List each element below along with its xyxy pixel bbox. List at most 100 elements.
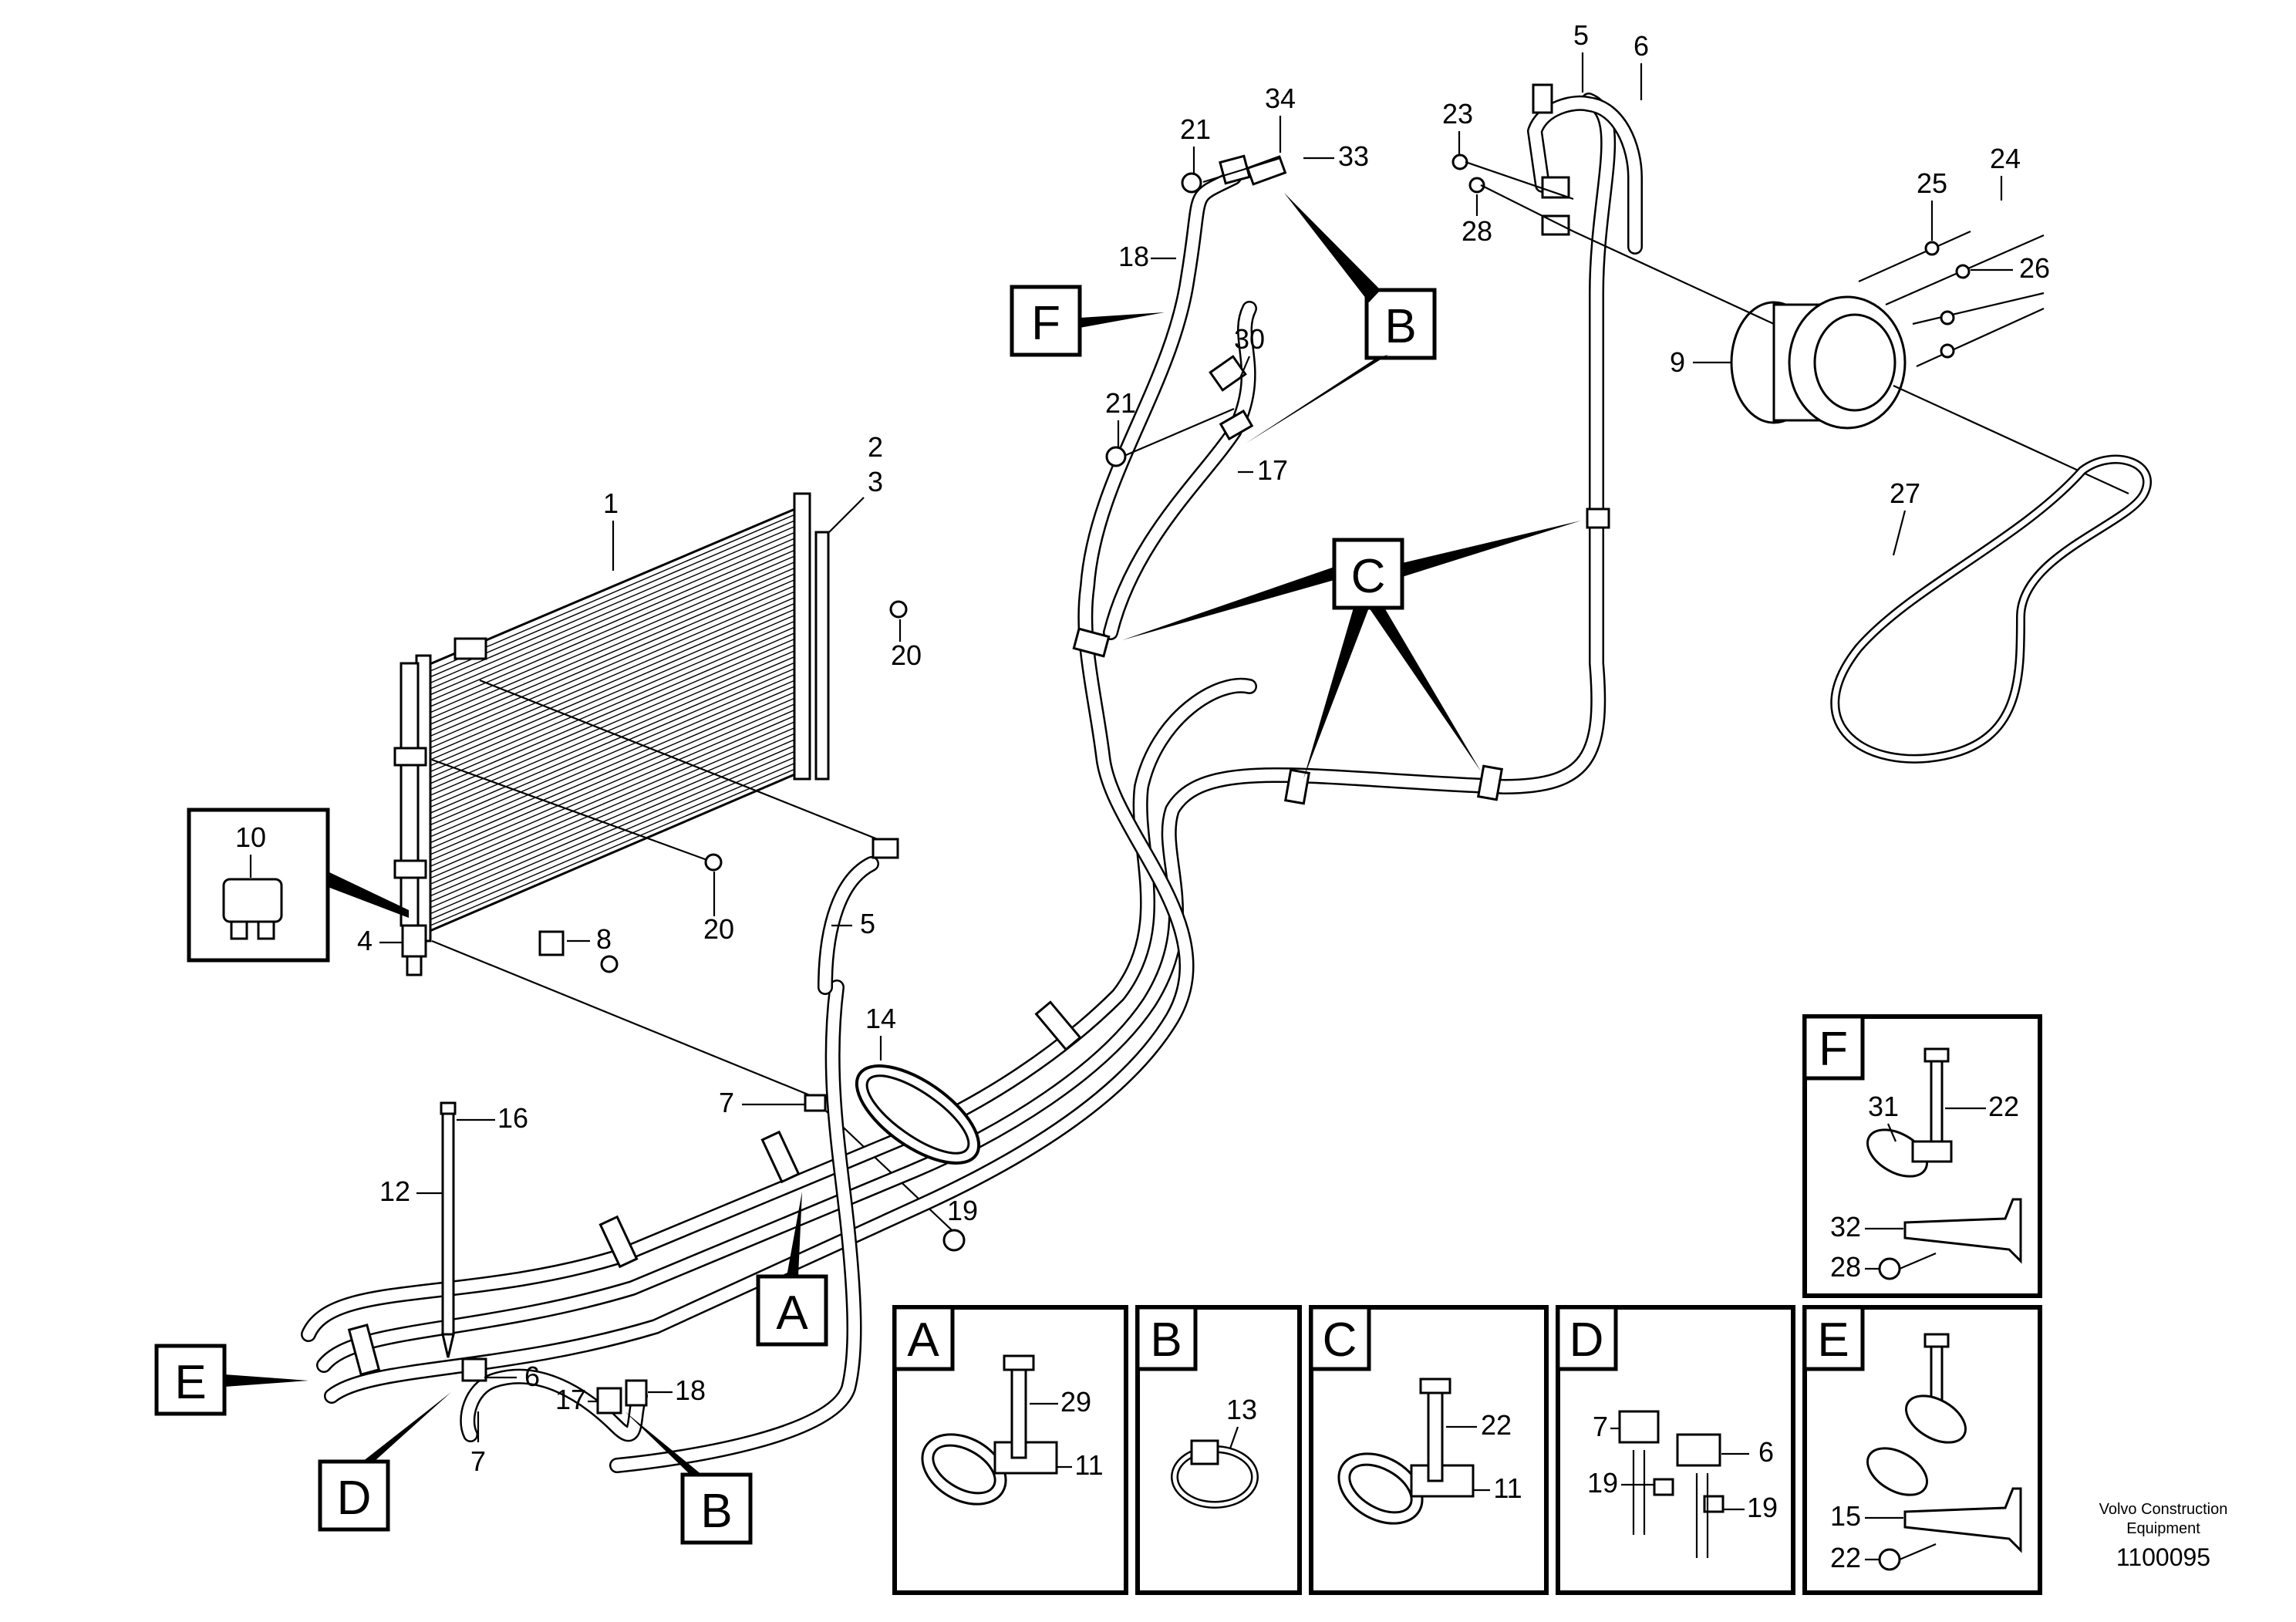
svg-text:F: F	[1819, 1023, 1848, 1076]
svg-text:13: 13	[1226, 1394, 1257, 1425]
view-callout-D: D	[318, 1392, 451, 1532]
view-callout-B-top: B	[1246, 193, 1437, 443]
condenser-fin	[430, 683, 801, 844]
bolts	[600, 153, 1574, 1252]
svg-text:22: 22	[1481, 1409, 1512, 1441]
callout-34: 34	[1265, 83, 1296, 114]
svg-text:D: D	[337, 1472, 372, 1525]
svg-text:B: B	[1150, 1313, 1182, 1367]
footer: Volvo Construction Equipment 1100095	[2099, 1501, 2228, 1571]
callout-30: 30	[1234, 323, 1265, 355]
view-callout-F: F	[1010, 285, 1165, 357]
callout-21-mid: 21	[1105, 387, 1136, 419]
condenser-fin	[430, 594, 801, 755]
condenser-fin	[430, 695, 801, 855]
condenser-fin	[430, 713, 801, 873]
callout-27: 27	[1890, 477, 1920, 509]
condenser-fin	[430, 677, 801, 838]
drive-belt	[1830, 454, 2152, 764]
svg-text:22: 22	[1830, 1542, 1861, 1573]
svg-text:C: C	[1323, 1313, 1357, 1367]
condenser-fin	[430, 600, 801, 760]
condenser-fin	[430, 659, 801, 820]
drawing-number: 1100095	[2116, 1543, 2210, 1571]
condenser-fin	[430, 760, 801, 920]
callout-5-condenser-hose: 5	[860, 908, 875, 939]
condenser-fin	[430, 647, 801, 808]
callout-8: 8	[596, 923, 612, 955]
svg-text:6: 6	[1758, 1436, 1774, 1468]
condenser-fin	[430, 700, 801, 862]
condenser-fin	[430, 689, 801, 849]
svg-text:15: 15	[1830, 1500, 1861, 1532]
condenser-fin	[430, 588, 801, 749]
svg-text:31: 31	[1868, 1091, 1899, 1122]
condenser-fin	[430, 742, 801, 902]
callout-20-lower: 20	[703, 913, 734, 945]
detail-panel-E: E 15 22	[1802, 1305, 2042, 1595]
brand-line-1: Volvo Construction	[2099, 1501, 2228, 1518]
detail-panel-B: B 13	[1135, 1305, 1302, 1595]
callout-12: 12	[379, 1175, 410, 1207]
condenser-fin	[430, 642, 801, 802]
callout-6-top: 6	[1633, 30, 1649, 62]
svg-text:E: E	[174, 1356, 206, 1409]
condenser-fin	[430, 518, 801, 678]
condenser-fin	[430, 665, 801, 826]
svg-text:A: A	[776, 1286, 808, 1340]
condenser-fin	[430, 535, 801, 696]
detail-panel-A: A 29 11	[892, 1305, 1128, 1595]
svg-text:22: 22	[1988, 1091, 2019, 1122]
condenser-fin	[430, 582, 801, 743]
svg-text:11: 11	[1493, 1472, 1522, 1504]
callout-7-mid: 7	[719, 1087, 734, 1118]
condenser-fin	[430, 541, 801, 702]
detail-panel-F: F 31 22 32 28	[1802, 1014, 2042, 1298]
view-callout-A: A	[756, 1192, 828, 1347]
callout-26: 26	[2019, 252, 2050, 284]
callout-9: 9	[1670, 346, 1685, 378]
compressor	[1573, 231, 2129, 494]
callout-numbers: 1 2 3 4 5 5 6 6 7 7 8 9 10 12 14 16 17 1…	[235, 19, 2050, 1477]
condenser-fin	[430, 547, 801, 707]
view-callout-C: C	[1122, 521, 1581, 779]
svg-text:32: 32	[1830, 1211, 1861, 1243]
callout-18-right: 18	[675, 1374, 706, 1406]
svg-text:11: 11	[1074, 1449, 1103, 1481]
callout-23: 23	[1442, 98, 1473, 130]
condenser-fin	[430, 706, 801, 867]
callout-6-bottom: 6	[524, 1361, 540, 1392]
dryer-probe	[440, 1101, 457, 1358]
condenser-fin	[430, 724, 801, 885]
svg-text:B: B	[1384, 300, 1416, 353]
hose-clamps	[347, 155, 1610, 1376]
condenser-fin	[430, 612, 801, 773]
condenser-fin	[430, 523, 801, 683]
svg-text:7: 7	[1593, 1411, 1608, 1442]
callout-28: 28	[1462, 215, 1492, 247]
callout-7-bottom: 7	[470, 1445, 486, 1477]
condenser-fin	[430, 718, 801, 879]
callout-1: 1	[603, 487, 619, 519]
svg-text:19: 19	[1587, 1467, 1618, 1499]
callout-14: 14	[865, 1003, 896, 1034]
svg-text:29: 29	[1060, 1386, 1091, 1418]
callout-2: 2	[868, 431, 883, 463]
view-callout-B-bottom: B	[625, 1411, 753, 1545]
callout-17-top: 17	[1257, 454, 1288, 486]
callout-17-left: 17	[555, 1384, 586, 1415]
svg-text:E: E	[1817, 1313, 1849, 1367]
detail-panel-D: D 7 6 19 19	[1556, 1305, 1795, 1595]
pressure-sensor	[401, 924, 427, 976]
condenser-fin	[430, 529, 801, 690]
svg-text:D: D	[1569, 1313, 1604, 1367]
callout-10: 10	[235, 821, 266, 853]
svg-text:F: F	[1031, 297, 1060, 350]
grommet	[855, 1064, 981, 1165]
callout-33: 33	[1338, 140, 1369, 172]
condenser-fin	[430, 571, 801, 731]
condenser-fin	[430, 629, 801, 791]
callout-4: 4	[357, 925, 373, 956]
view-callout-E: E	[154, 1344, 308, 1416]
